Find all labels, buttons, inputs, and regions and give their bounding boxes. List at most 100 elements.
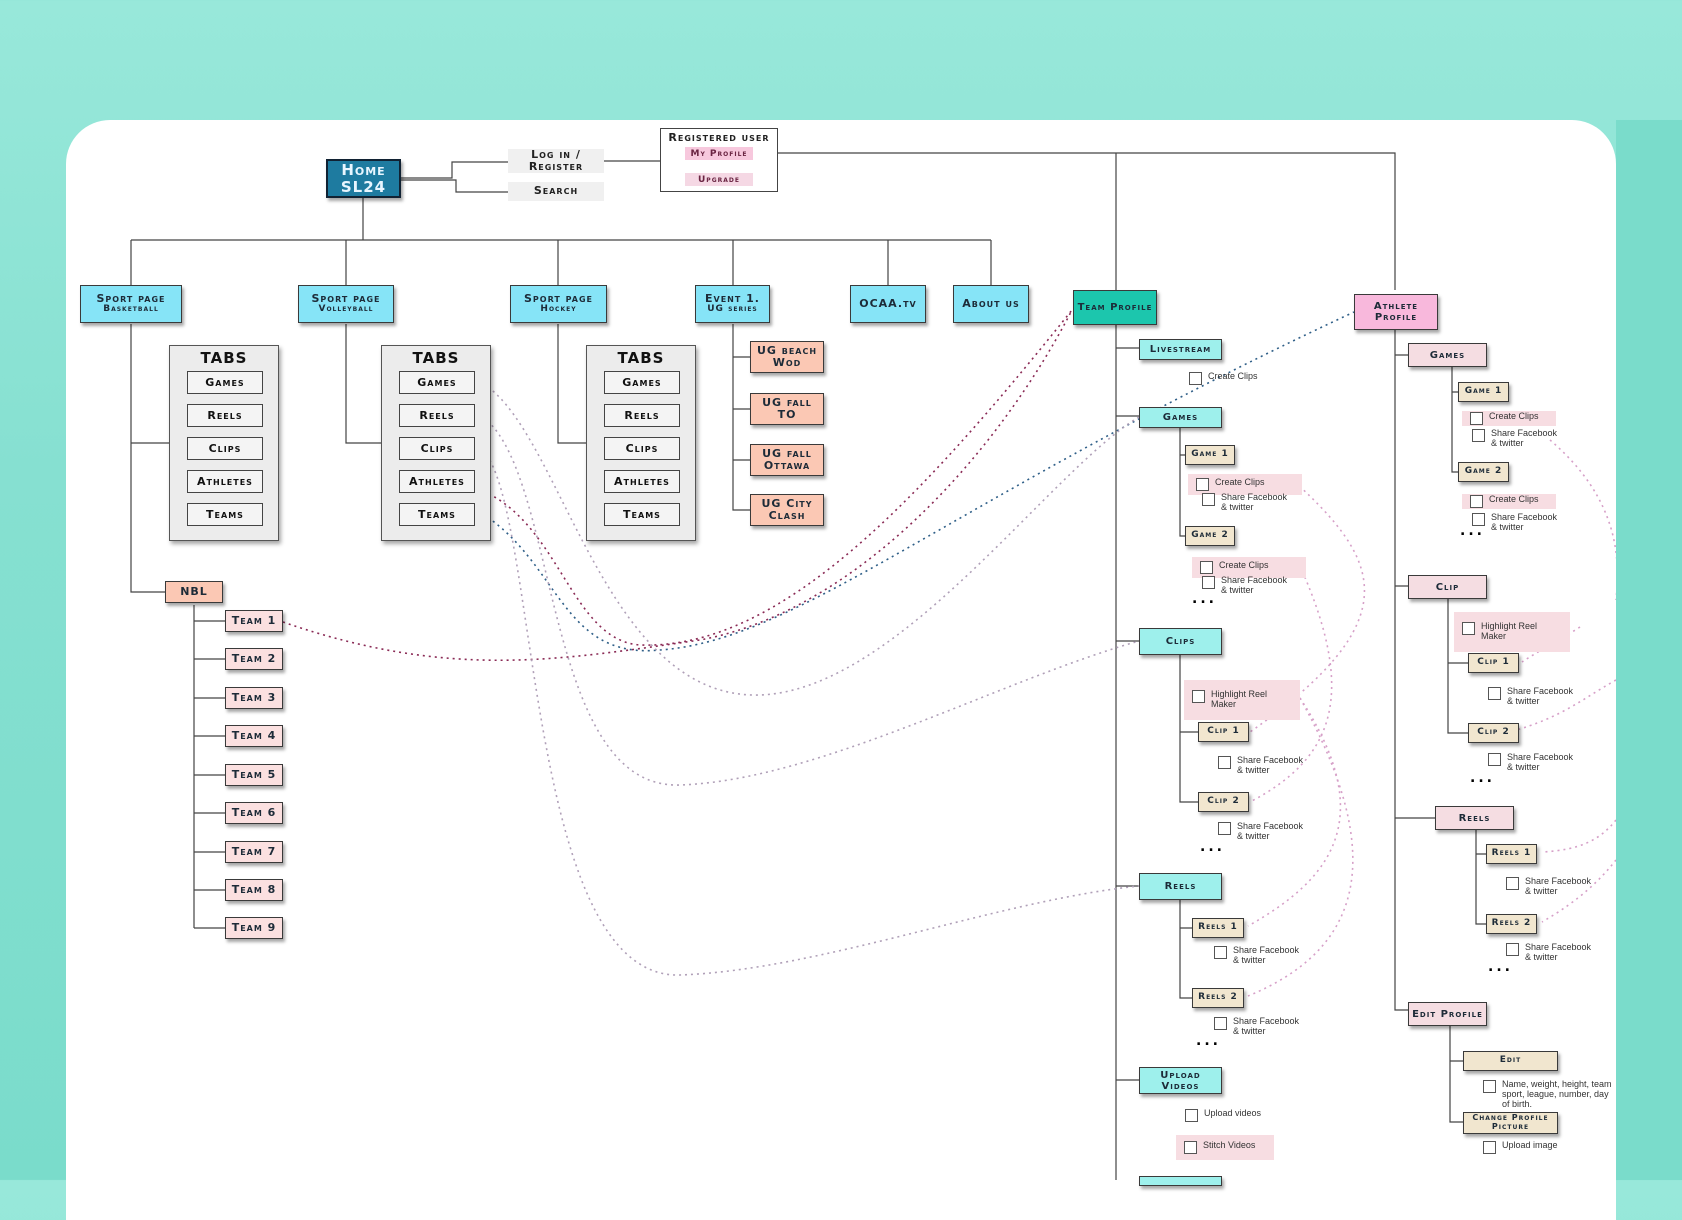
ap-reels1-share[interactable]: Share Facebook & twitter [1506,876,1596,897]
tab-teams[interactable]: Teams [187,503,263,526]
event-item[interactable]: UG beach Wod [750,341,824,373]
team-item[interactable]: Team 3 [225,687,283,709]
team-item[interactable]: Team 8 [225,879,283,901]
tp-games[interactable]: Games [1139,407,1222,428]
checkbox-icon[interactable] [1483,1080,1496,1093]
checkbox-icon[interactable] [1470,412,1483,425]
section-about-us[interactable]: About us [953,285,1029,323]
tp-clip-2[interactable]: Clip 2 [1198,792,1249,812]
ap-change-picture[interactable]: Change Profile Picture [1463,1112,1558,1134]
ap-game1-create-clips[interactable]: Create Clips [1462,411,1556,426]
checkbox-icon[interactable] [1200,561,1213,574]
checkbox-icon[interactable] [1472,429,1485,442]
ap-games[interactable]: Games [1408,343,1487,367]
ap-reels-1[interactable]: Reels 1 [1486,844,1537,864]
ap-game1-share[interactable]: Share Facebook & twitter [1472,428,1562,449]
checkbox-icon[interactable] [1202,576,1215,589]
checkbox-icon[interactable] [1483,1141,1496,1154]
athlete-profile-node[interactable]: Athlete Profile [1354,294,1438,330]
tab-reels[interactable]: Reels [604,404,680,427]
my-profile-link[interactable]: My Profile [685,147,753,160]
ap-game-2[interactable]: Game 2 [1458,462,1509,482]
tab-games[interactable]: Games [187,371,263,394]
tp-stitch-videos[interactable]: Stitch Videos [1176,1135,1274,1160]
ap-game-1[interactable]: Game 1 [1458,382,1509,402]
ap-clip[interactable]: Clip [1408,575,1487,599]
checkbox-icon[interactable] [1472,513,1485,526]
checkbox-icon[interactable] [1214,946,1227,959]
checkbox-icon[interactable] [1202,493,1215,506]
team-item[interactable]: Team 5 [225,764,283,786]
checkbox-icon[interactable] [1506,943,1519,956]
event-item[interactable]: UG City Clash [750,494,824,526]
tab-clips[interactable]: Clips [187,437,263,460]
tab-teams[interactable]: Teams [604,503,680,526]
login-register-link[interactable]: Log in / Register [508,148,604,173]
ap-edit-fields[interactable]: Name, weight, height, team sport, league… [1483,1080,1616,1110]
ap-game2-create-clips[interactable]: Create Clips [1462,494,1556,509]
tab-games[interactable]: Games [399,371,475,394]
checkbox-icon[interactable] [1189,372,1202,385]
tp-clips[interactable]: Clips [1139,628,1222,655]
checkbox-icon[interactable] [1214,1017,1227,1030]
tp-upload-videos-option[interactable]: Upload videos [1185,1108,1261,1122]
tp-game-2[interactable]: Game 2 [1185,526,1235,546]
tab-athletes[interactable]: Athletes [187,470,263,493]
checkbox-icon[interactable] [1192,690,1205,703]
tab-athletes[interactable]: Athletes [604,470,680,493]
ap-clip2-share[interactable]: Share Facebook & twitter [1488,752,1578,773]
checkbox-icon[interactable] [1184,1141,1197,1154]
team-profile-node[interactable]: Team Profile [1073,290,1157,325]
ap-highlight-reel-maker[interactable]: Highlight Reel Maker [1454,612,1570,652]
tp-reels-1[interactable]: Reels 1 [1192,918,1244,938]
team-item[interactable]: Team 4 [225,725,283,747]
checkbox-icon[interactable] [1218,822,1231,835]
league-nbl[interactable]: NBL [165,581,223,603]
section-event[interactable]: Event 1. UG series [695,285,770,323]
tp-reels-2[interactable]: Reels 2 [1192,988,1244,1008]
ap-clip-2[interactable]: Clip 2 [1468,723,1519,743]
tp-game-1[interactable]: Game 1 [1185,445,1235,465]
team-item[interactable]: Team 6 [225,802,283,824]
tab-games[interactable]: Games [604,371,680,394]
tp-livestream-create-clips[interactable]: Create Clips [1189,371,1258,385]
ap-reels2-share[interactable]: Share Facebook & twitter [1506,942,1596,963]
tp-game1-share[interactable]: Share Facebook & twitter [1202,492,1292,513]
tab-reels[interactable]: Reels [399,404,475,427]
tab-clips[interactable]: Clips [604,437,680,460]
checkbox-icon[interactable] [1506,877,1519,890]
tab-clips[interactable]: Clips [399,437,475,460]
tp-next-node[interactable] [1139,1176,1222,1186]
ap-reels-2[interactable]: Reels 2 [1486,914,1537,934]
checkbox-icon[interactable] [1196,478,1209,491]
team-item[interactable]: Team 2 [225,648,283,670]
team-item[interactable]: Team 7 [225,841,283,863]
ap-reels[interactable]: Reels [1435,806,1514,830]
tp-game1-create-clips[interactable]: Create Clips [1188,474,1302,495]
event-item[interactable]: UG fall TO [750,393,824,425]
search-link[interactable]: Search [508,182,604,201]
tp-livestream[interactable]: Livestream [1139,339,1222,360]
section-volleyball[interactable]: Sport page Volleyball [298,285,394,323]
tp-reels[interactable]: Reels [1139,873,1222,900]
section-basketball[interactable]: Sport page Basketball [80,285,182,323]
checkbox-icon[interactable] [1470,495,1483,508]
tp-clip-1[interactable]: Clip 1 [1198,722,1249,742]
checkbox-icon[interactable] [1218,756,1231,769]
section-ocaa-tv[interactable]: OCAA.tv [850,285,926,323]
tp-upload-videos[interactable]: Upload Videos [1139,1067,1222,1094]
ap-game2-share[interactable]: Share Facebook & twitter [1472,512,1562,533]
tp-highlight-reel-maker[interactable]: Highlight Reel Maker [1184,680,1300,720]
ap-clip-1[interactable]: Clip 1 [1468,653,1519,673]
team-item[interactable]: Team 1 [225,610,283,632]
checkbox-icon[interactable] [1185,1109,1198,1122]
tab-teams[interactable]: Teams [399,503,475,526]
tp-clip1-share[interactable]: Share Facebook & twitter [1218,755,1308,776]
team-item[interactable]: Team 9 [225,917,283,939]
ap-edit-profile[interactable]: Edit Profile [1408,1002,1487,1026]
tab-athletes[interactable]: Athletes [399,470,475,493]
checkbox-icon[interactable] [1488,753,1501,766]
checkbox-icon[interactable] [1462,622,1475,635]
ap-clip1-share[interactable]: Share Facebook & twitter [1488,686,1578,707]
checkbox-icon[interactable] [1488,687,1501,700]
